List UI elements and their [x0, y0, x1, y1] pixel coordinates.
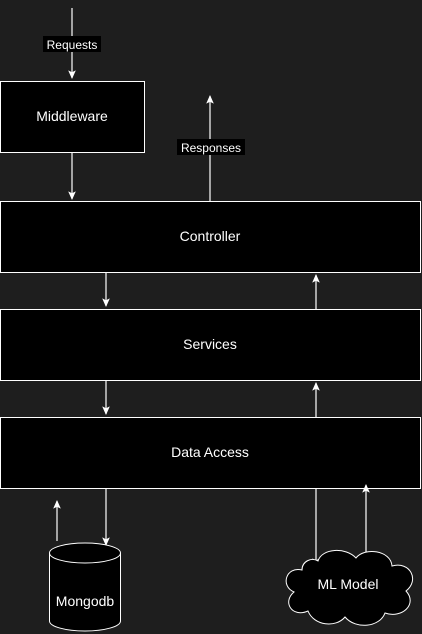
middleware-box[interactable]: [0, 81, 145, 153]
mongodb-node[interactable]: Mongodb: [49, 542, 121, 632]
requests-label-background: [43, 36, 101, 52]
mongodb-label: Mongodb: [56, 593, 115, 609]
mongodb-cylinder-body[interactable]: [49, 542, 121, 632]
controller-label: Controller: [180, 228, 241, 244]
ml-model-label: ML Model: [318, 576, 379, 592]
data-access-box[interactable]: [0, 417, 421, 489]
ml-model-node[interactable]: ML Model: [285, 550, 413, 626]
requests-edge: Requests: [43, 8, 101, 79]
data-access-node[interactable]: Data Access: [0, 417, 421, 489]
services-label: Services: [183, 336, 237, 352]
services-node[interactable]: Services: [0, 309, 421, 381]
controller-node[interactable]: Controller: [0, 201, 421, 273]
ml-model-cloud[interactable]: [285, 550, 413, 626]
middleware-node[interactable]: Middleware: [0, 81, 145, 153]
mongodb-cylinder-rim: [49, 552, 121, 564]
requests-label: Requests: [47, 38, 98, 52]
services-box[interactable]: [0, 309, 421, 381]
controller-box[interactable]: [0, 201, 421, 273]
responses-label-background: [177, 139, 245, 155]
responses-label: Responses: [181, 141, 241, 155]
responses-edge: Responses: [177, 95, 245, 201]
middleware-label: Middleware: [36, 108, 108, 124]
data-access-label: Data Access: [171, 444, 249, 460]
